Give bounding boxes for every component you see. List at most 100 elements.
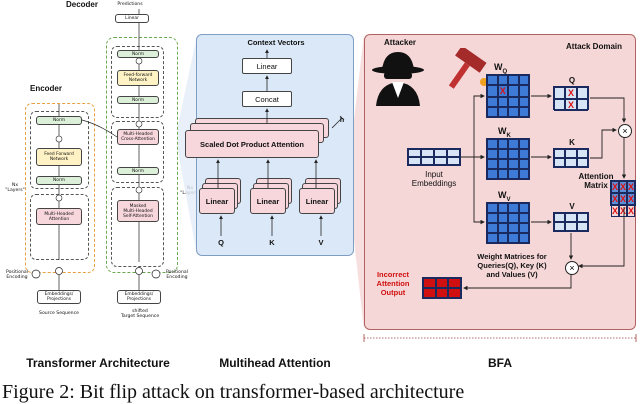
mha-linear-q: Linear	[199, 188, 235, 214]
q-cell	[576, 99, 588, 111]
decoder-pos-enc-label: Positional Encoding	[166, 270, 188, 281]
mha-linear-v: Linear	[299, 188, 335, 214]
wv-matrix	[486, 202, 530, 244]
wq-cell	[508, 75, 519, 85]
out-cell	[435, 288, 449, 298]
wv-cell	[497, 213, 508, 223]
out-cell	[435, 278, 449, 288]
figure-caption: Figure 2: Bit flip attack on transformer…	[2, 381, 465, 403]
wq-cell	[497, 97, 508, 107]
encoder-pos-enc-label: Positional Encoding	[6, 270, 28, 281]
emb-cell	[447, 157, 460, 165]
out-cell	[448, 278, 461, 288]
mha-h-label: h	[339, 117, 345, 124]
decoder-norm-1: Norm	[117, 50, 159, 58]
encoder-mha: Multi-Headed Attention	[36, 208, 82, 225]
incorrect-output-matrix	[422, 277, 462, 299]
wk-cell	[508, 139, 519, 149]
emb-cell	[421, 157, 434, 165]
mha-sdpa: Scaled Dot Product Attention	[185, 130, 319, 158]
decoder-masked-attention: Masked Multi-Headed Self-Attention	[117, 200, 159, 222]
wk-cell	[518, 159, 529, 169]
encoder-embeddings: Embeddings/ Projections	[37, 290, 81, 304]
wv-cell	[508, 213, 519, 223]
transformer-connectors	[31, 9, 161, 290]
wq-cell	[508, 85, 519, 97]
wv-cell	[487, 213, 498, 223]
wq-cell	[518, 97, 529, 107]
wk-cell	[487, 139, 498, 149]
wk-cell	[487, 169, 498, 179]
wq-cell	[487, 107, 498, 117]
out-cell	[448, 288, 461, 298]
wq-cell	[497, 75, 508, 85]
mha-q-label: Q	[218, 238, 224, 247]
wq-label: WQ	[494, 62, 524, 75]
k-matrix	[553, 148, 589, 168]
wv-cell	[518, 213, 529, 223]
bfa-v-label: V	[569, 202, 575, 211]
bfa-k-label: K	[569, 138, 575, 147]
mha-linear-k: Linear	[250, 188, 286, 214]
attacker-icon	[372, 52, 424, 106]
decoder-ffn: Feed-forward Network	[117, 70, 159, 86]
wq-cell	[487, 85, 498, 97]
wv-cell	[487, 223, 498, 233]
v-cell	[565, 213, 577, 222]
wv-label: WV	[498, 190, 528, 203]
att-cell-flipped: X	[619, 181, 628, 193]
att-cell-flipped: X	[611, 181, 620, 193]
v-cell	[576, 222, 588, 231]
wv-cell	[508, 203, 519, 213]
wk-cell	[487, 159, 498, 169]
mha-k-label: K	[269, 238, 275, 247]
mha-linear-top: Linear	[242, 58, 292, 74]
wq-cell	[518, 75, 529, 85]
wv-cell	[508, 223, 519, 233]
encoder-nx-label: Nx "Layers"	[5, 183, 25, 194]
incorrect-output-label: Incorrect Attention Output	[376, 270, 410, 297]
encoder-title: Encoder	[29, 84, 62, 93]
bfa-domain-label: Attack Domain	[566, 42, 623, 51]
q-cell-flipped: X	[565, 87, 577, 99]
emb-cell	[421, 149, 434, 157]
wk-label: WK	[498, 126, 528, 139]
wk-cell	[497, 169, 508, 179]
wq-cell	[518, 107, 529, 117]
wq-cell	[518, 85, 529, 97]
wv-cell	[497, 233, 508, 243]
wk-matrix	[486, 138, 530, 180]
encoder-ffn: Feed Forward Network	[36, 148, 82, 166]
decoder-target-label: shifted Target Sequence	[120, 309, 160, 320]
wk-cell	[508, 149, 519, 159]
encoder-source-label: Source Sequence	[39, 311, 79, 316]
wq-cell	[497, 107, 508, 117]
k-cell	[565, 158, 577, 167]
att-cell-flipped: X	[627, 193, 636, 205]
decoder-title: Decoder	[65, 0, 98, 9]
q-cell	[554, 87, 566, 99]
attention-matrix-label: Attention Matrix	[578, 172, 614, 190]
k-cell	[576, 149, 588, 158]
v-cell	[554, 213, 566, 222]
section-label-transformer: Transformer Architecture	[26, 356, 170, 370]
encoder-norm-top: Norm	[36, 116, 82, 125]
wk-cell	[508, 159, 519, 169]
multiply-op-top: ×	[618, 124, 632, 138]
wv-cell	[497, 203, 508, 213]
bfa-attacker-label: Attacker	[384, 38, 417, 47]
wv-cell	[508, 233, 519, 243]
wv-cell	[497, 223, 508, 233]
att-cell-flipped: X	[627, 181, 636, 193]
section-label-bfa: BFA	[488, 356, 512, 370]
v-matrix	[553, 212, 589, 232]
wv-cell	[487, 233, 498, 243]
wk-cell	[487, 149, 498, 159]
wk-cell	[497, 159, 508, 169]
q-cell-flipped: X	[565, 99, 577, 111]
k-cell	[554, 149, 566, 158]
wk-cell	[497, 149, 508, 159]
